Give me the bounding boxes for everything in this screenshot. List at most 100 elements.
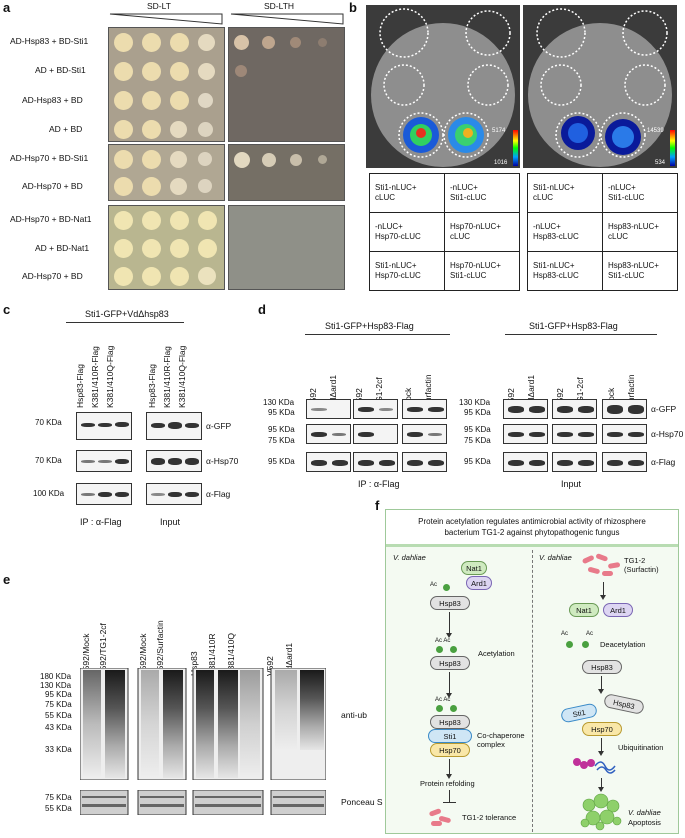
c-blot-ip-flag (76, 483, 132, 505)
row-label-7: AD-Hsp70 + BD-Nat1 (10, 214, 92, 224)
d-marker-l4: 75 KDa (268, 436, 295, 445)
f-left-hsp83-3: Hsp83 (430, 715, 470, 729)
cell: -nLUC+Sti1-cLUC (444, 173, 520, 213)
f-right-bacteria-icon (582, 553, 621, 576)
row-label-4: AD + BD (49, 124, 83, 134)
scale-right-max: 14539 (647, 128, 664, 134)
f-left-hsp83-1: Hsp83 (430, 596, 470, 610)
d-in-flag-1 (503, 452, 548, 472)
cell: Sti1-nLUC+cLUC (369, 173, 445, 213)
c-blot-ip-hsp70 (76, 450, 132, 472)
d-title-right: Sti1-GFP+Hsp83-Flag (529, 321, 618, 331)
scale-left-max: 5174 (492, 128, 506, 134)
d-ab-flag: α-Flag (651, 457, 676, 467)
d-title-left: Sti1-GFP+Hsp83-Flag (325, 321, 414, 331)
d-title-rule-right (505, 334, 657, 335)
cell: -nLUC+Sti1-cLUC (602, 173, 678, 213)
f-left-hsp70: Hsp70 (430, 743, 470, 757)
f-right-hsp70: Hsp70 (582, 722, 622, 736)
d-ip-hsp70-1 (306, 424, 351, 444)
d-marker-r3: 95 KDa (464, 425, 491, 434)
c-blot-in-flag (146, 483, 202, 505)
d-marker-l2: 95 KDa (268, 408, 295, 417)
panel-letter-a: a (3, 0, 11, 15)
plate-sdlth-1 (228, 27, 345, 142)
c-marker-2: 70 KDa (35, 456, 62, 465)
f-right-apoptosis: Apoptosis (628, 818, 661, 827)
cell: Hsp83-nLUC+Sti1-cLUC (602, 251, 678, 291)
panel-letter-f: f (375, 498, 380, 513)
f-right-hsp83-1: Hsp83 (582, 660, 622, 674)
d-marker-r5: 95 KDa (464, 457, 491, 466)
e-label-antiub: anti-ub (341, 710, 367, 720)
f-left-inhibit-bar (443, 802, 456, 803)
d-in-gfp-3 (602, 399, 647, 419)
d-in-flag-3 (602, 452, 647, 472)
luc-table-left: Sti1-nLUC+cLUC-nLUC+Sti1-cLUC -nLUC+Hsp7… (369, 173, 520, 291)
f-right-arrow-4 (598, 778, 604, 792)
f-right-tg12: TG1-2 (Surfactin) (624, 556, 659, 574)
panel-letter-d: d (258, 302, 266, 317)
c-blot-in-hsp70 (146, 450, 202, 472)
f-left-tolerance: TG1-2 tolerance (462, 813, 517, 822)
c-marker-3: 100 KDa (33, 489, 65, 498)
panel-letter-b: b (349, 0, 357, 15)
cell: -nLUC+Hsp83-cLUC (527, 212, 603, 252)
scale-left-min: 1016 (494, 160, 508, 166)
f-left-ac-dot (443, 584, 450, 591)
panel-letter-e: e (3, 572, 11, 587)
panel-letter-c: c (3, 302, 11, 317)
f-title: Protein acetylation regulates antimicrob… (386, 510, 678, 544)
c-marker-1: 70 KDa (35, 418, 62, 427)
row-label-9: AD-Hsp70 + BD (22, 271, 83, 281)
d-marker-r4: 75 KDa (464, 436, 491, 445)
f-left-acetylation: Acetylation (478, 649, 515, 658)
f-left-ac-label-3: Ac Ac (435, 697, 451, 703)
f-left-ac-dot-3b (450, 705, 457, 712)
f-left-cochaperone: Co-chaperone complex (477, 731, 525, 749)
f-right-arrow-2 (598, 676, 604, 694)
d-in-gfp-2 (552, 399, 597, 419)
d-in-flag-2 (552, 452, 597, 472)
f-divider (532, 550, 533, 832)
d-title-rule-left (305, 334, 450, 335)
f-left-org: V. dahliae (393, 553, 426, 562)
f-left-hsp83-2: Hsp83 (430, 656, 470, 670)
cell: Sti1-nLUC+Hsp70-cLUC (369, 251, 445, 291)
f-right-ard1: Ard1 (603, 603, 633, 617)
c-lane-2: K381/410R-Flag (90, 346, 100, 408)
f-right-org: V. dahliae (539, 553, 572, 562)
f-right-ac-label-1: Ac (561, 631, 569, 637)
f-left-ac-label-1: Ac (430, 582, 438, 588)
f-right-ubiquitin-chain-icon (573, 758, 616, 774)
luciferase-leaf-images (366, 5, 677, 168)
row-label-3: AD-Hsp83 + BD (22, 95, 83, 105)
d-ip-hsp70-3 (402, 424, 447, 444)
cell: Hsp70-nLUC+Sti1-cLUC (444, 251, 520, 291)
d-footer-ip: IP : α-Flag (358, 479, 400, 489)
f-left-ard1: Ard1 (466, 576, 492, 590)
d-ip-flag-2 (353, 452, 398, 472)
c-lane-5: K381/410R-Flag (162, 346, 172, 408)
c-lane-6: K381/410Q-Flag (177, 345, 187, 408)
f-left-inhibit-line (449, 790, 450, 802)
d-in-hsp70-1 (503, 424, 548, 444)
d-marker-l5: 95 KDa (268, 457, 295, 466)
d-ip-gfp-3 (402, 399, 447, 419)
e-ub-blot (80, 668, 326, 780)
d-in-hsp70-2 (552, 424, 597, 444)
c-lane-1: Hsp83-Flag (75, 364, 85, 408)
f-right-apoptosis-icon (580, 793, 622, 831)
plate-sdlth-3 (228, 205, 345, 290)
row-label-2: AD + BD-Sti1 (35, 65, 86, 75)
e-marker-130: 130 KDa (40, 681, 72, 690)
c-title-rule (66, 322, 184, 323)
cell: Hsp70-nLUC+cLUC (444, 212, 520, 252)
c-blot-in-gfp (146, 412, 202, 440)
f-left-ac-dot-2a (436, 646, 443, 653)
f-right-ac-label-2: Ac (586, 631, 594, 637)
dilution-wedge-right (230, 13, 344, 25)
c-footer-input: Input (160, 517, 181, 527)
f-left-sti1: Sti1 (428, 729, 472, 743)
f-left-refolding: Protein refolding (420, 779, 475, 788)
